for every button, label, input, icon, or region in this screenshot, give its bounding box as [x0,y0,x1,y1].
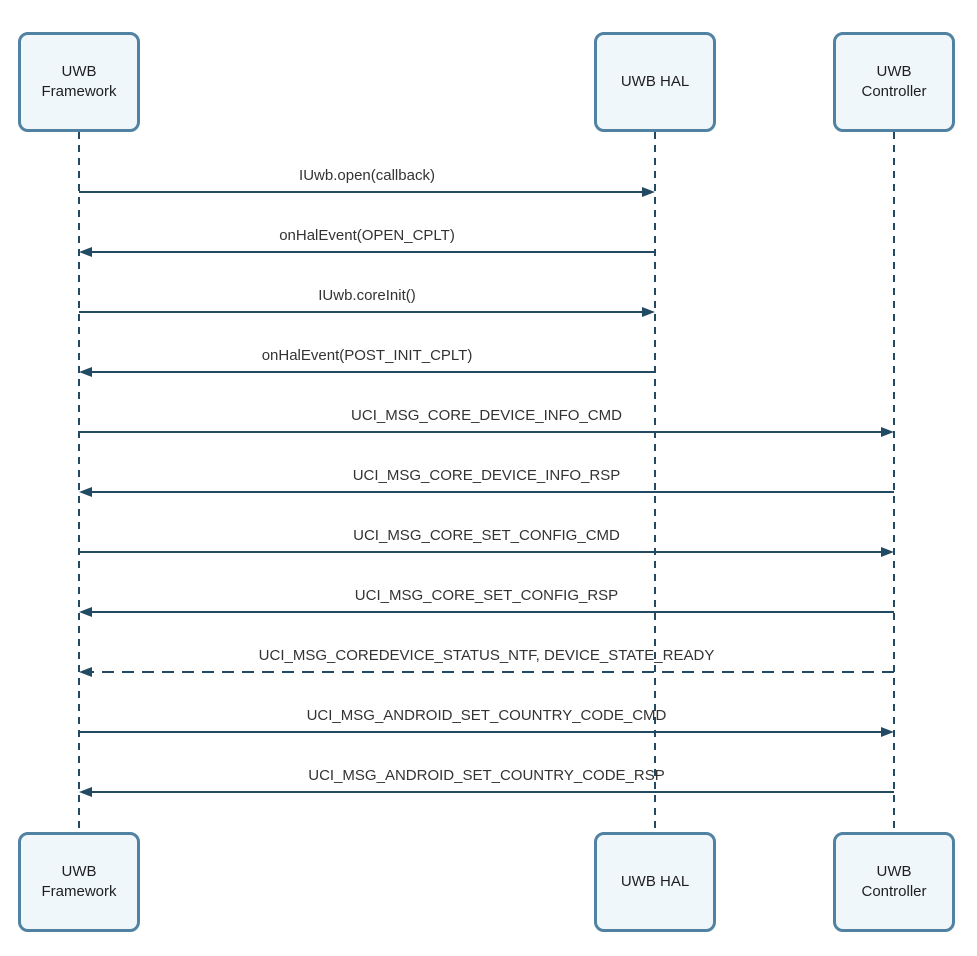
message-label: UCI_MSG_CORE_DEVICE_INFO_RSP [352,467,621,484]
message-arrowhead [79,367,92,377]
message-label: onHalEvent(POST_INIT_CPLT) [261,347,473,364]
message-label: onHalEvent(OPEN_CPLT) [279,227,455,244]
actor-label: UWB Controller [861,62,927,100]
message-label: UCI_MSG_COREDEVICE_STATUS_NTF, DEVICE_ST… [258,647,715,664]
actor-box-framework-bottom: UWB Framework [18,832,140,932]
message-arrowhead [881,547,894,557]
message-label: UCI_MSG_ANDROID_SET_COUNTRY_CODE_CMD [306,707,667,724]
actor-label: UWB HAL [620,872,690,890]
actor-box-controller-bottom: UWB Controller [833,832,955,932]
message-arrowhead [79,247,92,257]
message-label: UCI_MSG_CORE_SET_CONFIG_CMD [353,527,620,544]
message-arrowhead [642,307,655,317]
message-label: UCI_MSG_ANDROID_SET_COUNTRY_CODE_RSP [308,767,665,784]
message-label: UCI_MSG_CORE_DEVICE_INFO_CMD [351,407,622,424]
message-arrowhead [642,187,655,197]
actor-box-framework-top: UWB Framework [18,32,140,132]
message-arrowhead [79,787,92,797]
actor-box-controller-top: UWB Controller [833,32,955,132]
message-arrowhead [79,487,92,497]
actor-label: UWB Framework [41,862,117,900]
actor-box-hal-top: UWB HAL [594,32,716,132]
actor-label: UWB Framework [41,62,117,100]
message-arrowhead [881,727,894,737]
message-label: IUwb.coreInit() [318,287,416,304]
actor-box-hal-bottom: UWB HAL [594,832,716,932]
message-label: IUwb.open(callback) [299,167,435,184]
actor-label: UWB Controller [861,862,927,900]
message-arrowhead [881,427,894,437]
actor-label: UWB HAL [620,72,690,90]
message-arrowhead [79,667,92,677]
message-label: UCI_MSG_CORE_SET_CONFIG_RSP [354,587,619,604]
message-arrowhead [79,607,92,617]
